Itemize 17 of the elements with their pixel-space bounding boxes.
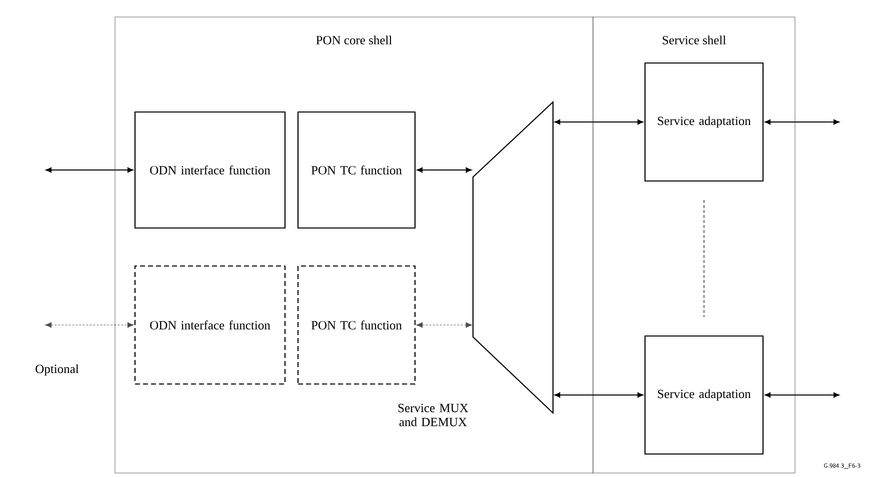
arrow (416, 322, 472, 328)
function-box: PON TC function (297, 111, 416, 229)
function-box: Service adaptation (644, 335, 764, 455)
node-caption: Service MUX and DEMUX (398, 404, 468, 426)
arrow (46, 167, 134, 173)
arrow (45, 322, 134, 328)
arrow (554, 392, 644, 398)
function-box: Service adaptation (644, 62, 764, 182)
arrow (764, 392, 840, 398)
function-box: ODN interface function (134, 265, 286, 385)
arrow (554, 119, 644, 125)
mux-trapezoid (472, 100, 554, 414)
function-box: ODN interface function (134, 111, 286, 229)
function-box: PON TC function (297, 265, 416, 385)
label-text: Optional (36, 364, 79, 376)
arrow (764, 119, 840, 125)
arrow (416, 167, 472, 173)
